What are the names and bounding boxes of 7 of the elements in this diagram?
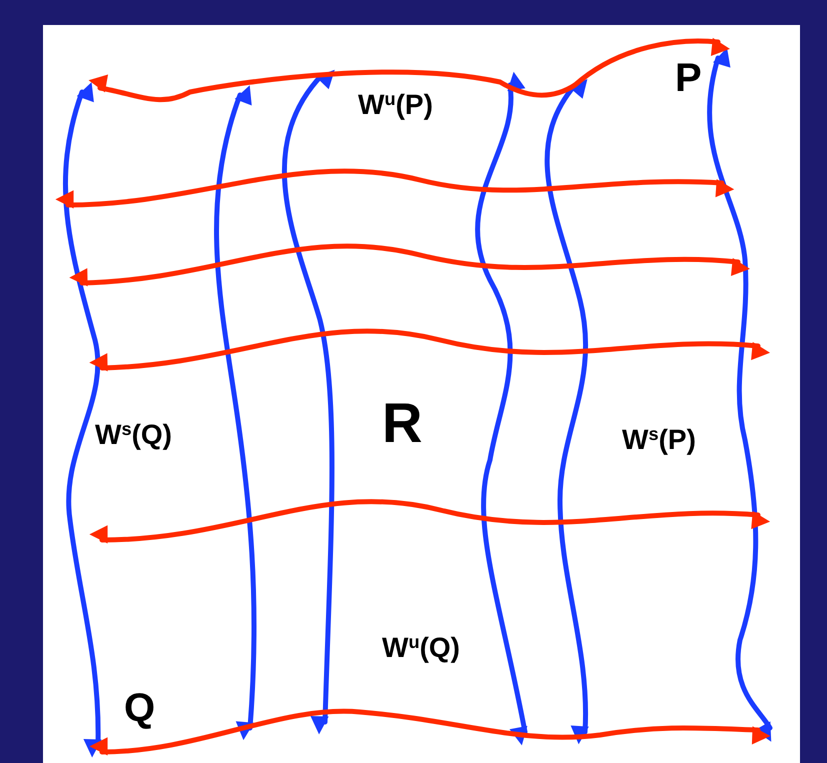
manifold-label: W$^{s}$(P): [622, 425, 696, 454]
manifold-label: W$^{s}$(Q): [95, 420, 172, 450]
manifold-label: W$^{u}$(Q): [382, 633, 460, 662]
point-label: Q: [124, 688, 156, 728]
point-label: P: [675, 58, 702, 98]
point-label: R: [382, 395, 422, 451]
manifold-label: W$^{u}$(P): [358, 90, 433, 120]
